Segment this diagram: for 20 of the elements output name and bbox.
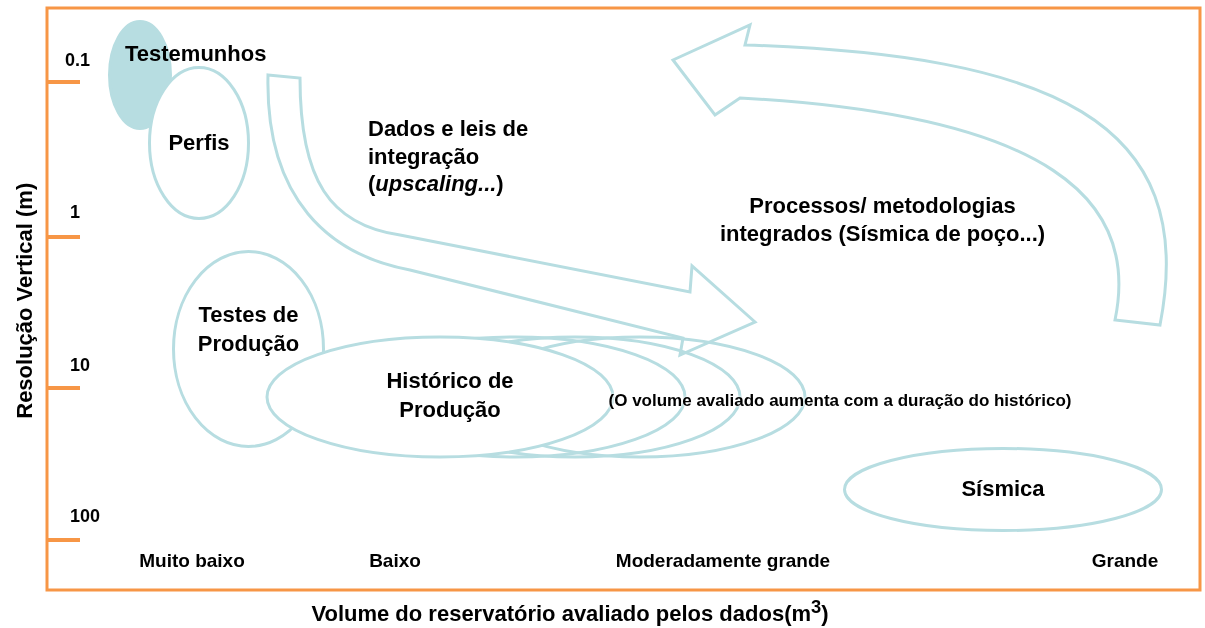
arrow-label: Dados e leis de integração (upscaling...)	[368, 115, 530, 198]
axis-tick-label: 100	[68, 505, 101, 528]
ellipse-node	[843, 447, 1163, 532]
axis-title: Resolução Vertical (m)	[11, 181, 39, 421]
node-label: Sísmica	[960, 475, 1046, 504]
node-note: (O volume avaliado aumenta com a duração do histórico)	[607, 390, 1073, 412]
axis-tick-label: 0.1	[64, 49, 91, 72]
axis-tick-label: Grande	[1090, 549, 1160, 573]
arrow-label: Processos/ metodologias integrados (Sísmica de poço...)	[718, 192, 1047, 247]
node-label: Histórico de Produção	[385, 367, 515, 424]
axis-tick-label: 10	[69, 354, 91, 377]
node-label: Testemunhos	[125, 39, 268, 68]
node-label: Perfis	[167, 128, 231, 157]
axis-tick-label: Baixo	[368, 549, 422, 573]
axis-title: Volume do reservatório avaliado pelos dados(m$^{3}$)	[310, 596, 830, 628]
node-label: Testes de Produção	[196, 301, 301, 358]
axis-tick-label: Moderadamente grande	[614, 549, 832, 573]
axis-tick-label: Muito baixo	[138, 549, 246, 573]
axis-tick-label: 1	[69, 201, 81, 224]
ellipse-node	[148, 66, 250, 220]
